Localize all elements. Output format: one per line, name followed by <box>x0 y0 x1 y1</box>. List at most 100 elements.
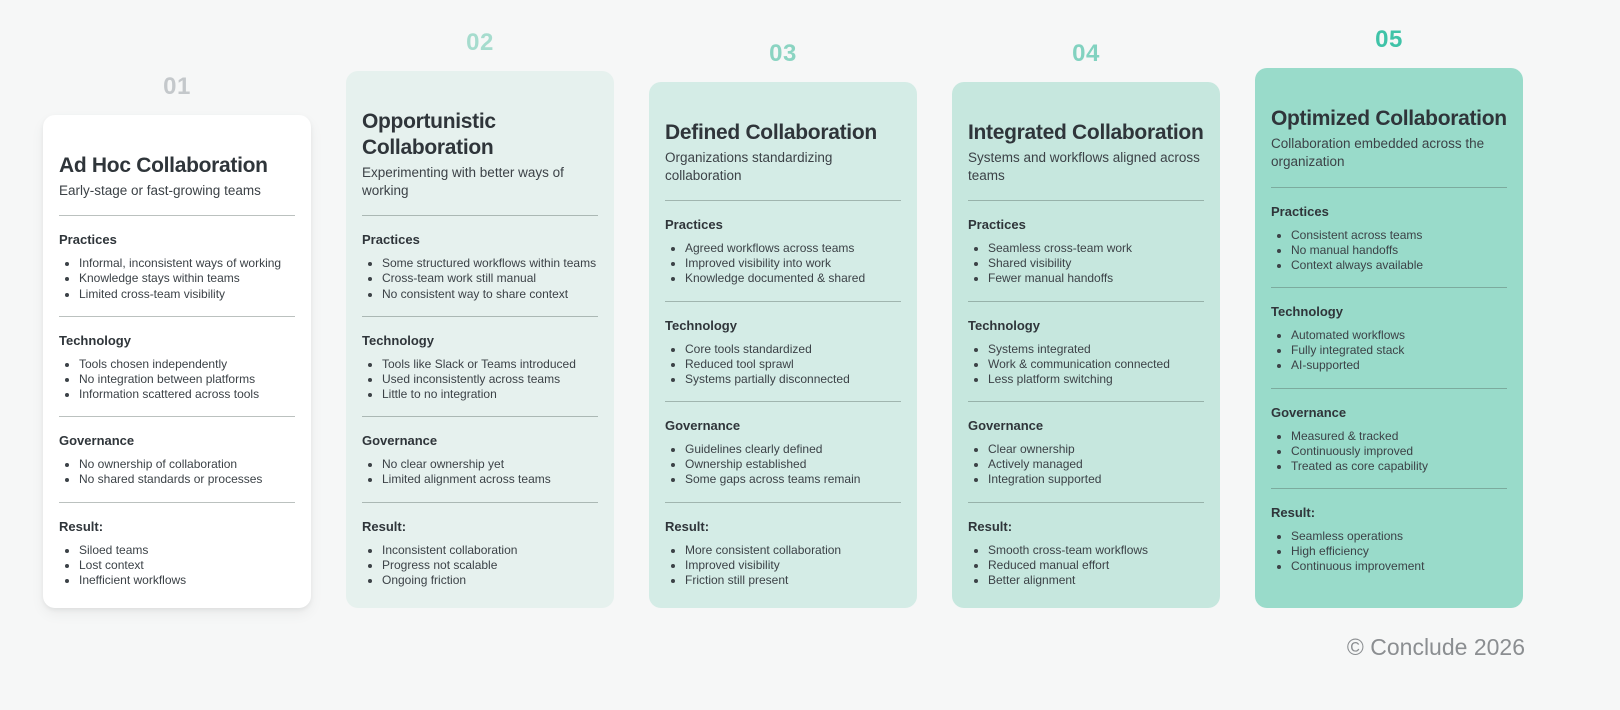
bullet-item: Reduced manual effort <box>988 558 1204 572</box>
card-section: Result: Inconsistent collaborationProgre… <box>362 501 598 587</box>
section-divider <box>362 215 598 217</box>
card-section: Practices Consistent across teamsNo manu… <box>1271 186 1507 272</box>
stage-number: 04 <box>1072 39 1100 67</box>
card-section: Technology Tools like Slack or Teams int… <box>362 315 598 401</box>
card-section: Technology Systems integratedWork & comm… <box>968 300 1204 386</box>
stage-column: 04 Integrated Collaboration Systems and … <box>952 39 1220 608</box>
card-section: Technology Automated workflowsFully inte… <box>1271 287 1507 372</box>
section-heading: Result: <box>59 518 104 534</box>
section-list: Guidelines clearly definedOwnership esta… <box>665 442 901 486</box>
section-heading: Practices <box>968 217 1026 233</box>
section-heading: Practices <box>362 232 420 248</box>
bullet-item: No manual handoffs <box>1291 243 1507 257</box>
bullet-item: Seamless operations <box>1291 529 1507 543</box>
section-list: Seamless cross-team workShared visibilit… <box>968 241 1204 285</box>
stage-sections: Practices Seamless cross-team workShared… <box>968 200 1204 587</box>
section-heading: Practices <box>665 217 723 233</box>
section-heading: Technology <box>665 317 737 333</box>
section-list: Seamless operationsHigh efficiencyContin… <box>1271 529 1507 573</box>
stage-column: 01 Ad Hoc Collaboration Early-stage or f… <box>43 73 311 608</box>
section-divider <box>362 501 598 503</box>
bullet-item: Systems integrated <box>988 342 1204 356</box>
bullet-item: Less platform switching <box>988 372 1204 386</box>
section-divider <box>665 200 901 202</box>
bullet-item: Clear ownership <box>988 442 1204 456</box>
bullet-item: Integration supported <box>988 472 1204 486</box>
bullet-item: Systems partially disconnected <box>685 372 901 386</box>
section-heading: Technology <box>968 317 1040 333</box>
stage-subtitle: Systems and workflows aligned across tea… <box>968 149 1200 183</box>
section-list: Consistent across teamsNo manual handoff… <box>1271 228 1507 272</box>
bullet-item: Context always available <box>1291 258 1507 272</box>
section-heading: Practices <box>1271 203 1329 219</box>
stage-number: 01 <box>163 72 191 100</box>
bullet-item: Information scattered across tools <box>79 387 295 401</box>
card-section: Governance No ownership of collaboration… <box>59 416 295 486</box>
bullet-item: No shared standards or processes <box>79 472 295 486</box>
bullet-item: Reduced tool sprawl <box>685 357 901 371</box>
bullet-item: Continuously improved <box>1291 444 1507 458</box>
section-divider <box>362 315 598 317</box>
bullet-item: No consistent way to share context <box>382 287 598 301</box>
section-divider <box>1271 287 1507 289</box>
card-section: Practices Seamless cross-team workShared… <box>968 200 1204 285</box>
section-list: Inconsistent collaborationProgress not s… <box>362 543 598 587</box>
section-divider <box>1271 488 1507 490</box>
bullet-item: Fewer manual handoffs <box>988 271 1204 285</box>
card-section: Governance Measured & trackedContinuousl… <box>1271 387 1507 473</box>
bullet-item: Limited cross-team visibility <box>79 287 295 301</box>
section-divider <box>59 315 295 317</box>
bullet-item: Siloed teams <box>79 543 295 557</box>
bullet-item: Seamless cross-team work <box>988 241 1204 255</box>
bullet-item: No ownership of collaboration <box>79 457 295 471</box>
bullet-item: Guidelines clearly defined <box>685 442 901 456</box>
bullet-item: Limited alignment across teams <box>382 472 598 486</box>
bullet-item: Core tools standardized <box>685 342 901 356</box>
bullet-item: No clear ownership yet <box>382 457 598 471</box>
bullet-item: Inconsistent collaboration <box>382 543 598 557</box>
card-section: Practices Informal, inconsistent ways of… <box>59 215 295 301</box>
section-heading: Technology <box>362 332 434 348</box>
section-heading: Governance <box>1271 404 1347 420</box>
section-list: Systems integratedWork & communication c… <box>968 342 1204 386</box>
bullet-item: Progress not scalable <box>382 558 598 572</box>
stage-subtitle: Experimenting with better ways of workin… <box>362 164 564 199</box>
section-list: Agreed workflows across teamsImproved vi… <box>665 241 901 285</box>
section-divider <box>665 300 901 302</box>
bullet-item: Improved visibility <box>685 558 901 572</box>
copyright-text: © Conclude 2026 <box>1346 634 1525 660</box>
stage-subtitle: Organizations standardizing collaboratio… <box>665 149 833 183</box>
card-section: Result: More consistent collaborationImp… <box>665 501 901 587</box>
stage-title: Opportunistic Collaboration <box>362 110 496 159</box>
section-list: Clear ownershipActively managedIntegrati… <box>968 442 1204 486</box>
card-section: Governance Clear ownershipActively manag… <box>968 401 1204 486</box>
section-list: Core tools standardizedReduced tool spra… <box>665 342 901 386</box>
bullet-item: Actively managed <box>988 457 1204 471</box>
stage-title: Ad Hoc Collaboration <box>59 153 268 177</box>
section-heading: Result: <box>968 518 1013 534</box>
section-divider <box>59 416 295 418</box>
stage-number: 05 <box>1375 26 1403 53</box>
bullet-item: Agreed workflows across teams <box>685 241 901 255</box>
bullet-item: High efficiency <box>1291 544 1507 558</box>
stage-column: 02 Opportunistic Collaboration Experimen… <box>346 29 614 608</box>
section-divider <box>665 501 901 503</box>
stage-title: Defined Collaboration <box>665 120 877 144</box>
section-divider <box>968 300 1204 302</box>
section-heading: Technology <box>59 332 131 348</box>
stage-sections: Practices Agreed workflows across teamsI… <box>665 200 901 587</box>
section-heading: Result: <box>1271 505 1316 521</box>
section-divider <box>665 401 901 403</box>
section-divider <box>1271 387 1507 389</box>
bullet-item: Tools chosen independently <box>79 357 295 371</box>
bullet-item: Some structured workflows within teams <box>382 256 598 270</box>
card-section: Result: Smooth cross-team workflowsReduc… <box>968 501 1204 587</box>
section-divider <box>968 401 1204 403</box>
stage-subtitle: Collaboration embedded across the organi… <box>1271 136 1485 170</box>
bullet-item: Lost context <box>79 558 295 572</box>
section-list: Smooth cross-team workflowsReduced manua… <box>968 543 1204 587</box>
section-heading: Result: <box>362 518 407 534</box>
stage-card: Opportunistic Collaboration Experimentin… <box>346 71 614 608</box>
bullet-item: No integration between platforms <box>79 372 295 386</box>
section-list: Siloed teamsLost contextInefficient work… <box>59 543 295 587</box>
